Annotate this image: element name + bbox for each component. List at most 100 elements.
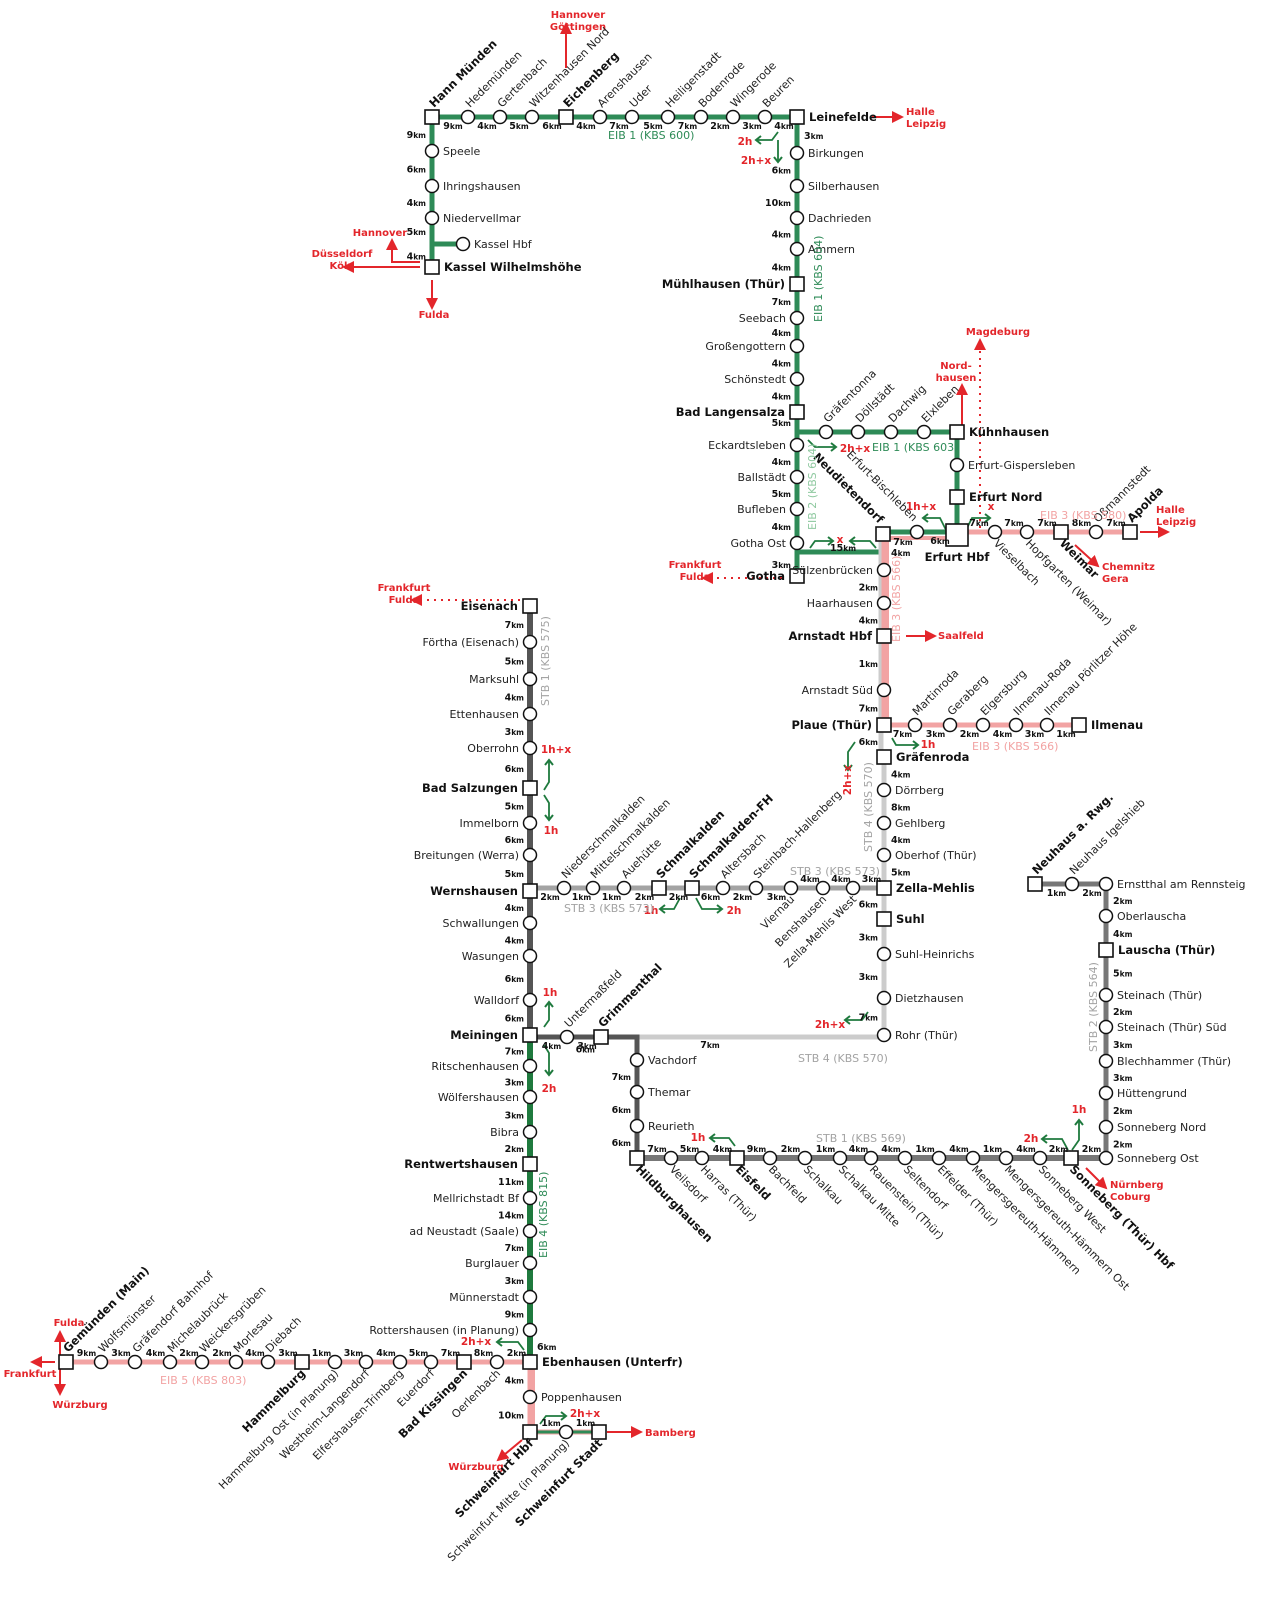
station[interactable] — [789, 404, 805, 420]
station[interactable] — [629, 1052, 645, 1068]
station[interactable] — [522, 883, 538, 899]
station[interactable] — [797, 1150, 813, 1166]
station[interactable] — [663, 1150, 679, 1166]
station[interactable] — [1098, 987, 1114, 1003]
station[interactable] — [783, 880, 799, 896]
station[interactable] — [975, 717, 991, 733]
station[interactable] — [522, 1289, 538, 1305]
station[interactable] — [455, 236, 471, 252]
station[interactable] — [585, 880, 601, 896]
station[interactable] — [592, 109, 608, 125]
station[interactable] — [522, 1255, 538, 1271]
station[interactable] — [876, 946, 892, 962]
station[interactable] — [522, 815, 538, 831]
station[interactable] — [58, 1354, 74, 1370]
station[interactable] — [522, 780, 538, 796]
station[interactable] — [522, 1058, 538, 1074]
station[interactable] — [522, 1156, 538, 1172]
station[interactable] — [194, 1354, 210, 1370]
station[interactable] — [1064, 876, 1080, 892]
station[interactable] — [897, 1150, 913, 1166]
station[interactable] — [1098, 908, 1114, 924]
station[interactable] — [965, 1150, 981, 1166]
station[interactable] — [629, 1084, 645, 1100]
station[interactable] — [815, 880, 831, 896]
station[interactable] — [593, 1029, 609, 1045]
station[interactable] — [424, 259, 440, 275]
station[interactable] — [1098, 1150, 1114, 1166]
station[interactable] — [424, 210, 440, 226]
station[interactable] — [789, 437, 805, 453]
station[interactable] — [876, 847, 892, 863]
station[interactable] — [789, 276, 805, 292]
station[interactable] — [460, 109, 476, 125]
station[interactable] — [715, 880, 731, 896]
station[interactable] — [949, 489, 965, 505]
station[interactable] — [762, 1150, 778, 1166]
station[interactable] — [522, 671, 538, 687]
station[interactable] — [522, 1027, 538, 1043]
station[interactable] — [789, 310, 805, 326]
station[interactable] — [832, 1150, 848, 1166]
station[interactable] — [875, 526, 891, 542]
station[interactable] — [651, 880, 667, 896]
station[interactable] — [522, 1124, 538, 1140]
station[interactable] — [522, 948, 538, 964]
station[interactable] — [907, 717, 923, 733]
station[interactable] — [522, 1354, 538, 1370]
station[interactable] — [660, 109, 676, 125]
station[interactable] — [876, 628, 892, 644]
station[interactable] — [729, 1150, 745, 1166]
station[interactable] — [1122, 524, 1138, 540]
station[interactable] — [789, 469, 805, 485]
station[interactable] — [522, 992, 538, 1008]
station[interactable] — [1098, 942, 1114, 958]
station[interactable] — [424, 143, 440, 159]
station[interactable] — [876, 990, 892, 1006]
station[interactable] — [1063, 1150, 1079, 1166]
station[interactable] — [524, 109, 540, 125]
station[interactable] — [558, 1424, 574, 1440]
station[interactable] — [789, 371, 805, 387]
station[interactable] — [1098, 1053, 1114, 1069]
station[interactable] — [522, 1424, 538, 1440]
station[interactable] — [522, 1322, 538, 1338]
station[interactable] — [931, 1150, 947, 1166]
station[interactable] — [522, 598, 538, 614]
station[interactable] — [876, 562, 892, 578]
station[interactable] — [1039, 717, 1055, 733]
station[interactable] — [1098, 1019, 1114, 1035]
station[interactable] — [522, 1190, 538, 1206]
station[interactable] — [1008, 717, 1024, 733]
station[interactable] — [789, 535, 805, 551]
station[interactable] — [559, 1029, 575, 1045]
station[interactable] — [909, 524, 925, 540]
station[interactable] — [876, 749, 892, 765]
station[interactable] — [1027, 876, 1043, 892]
station[interactable] — [624, 109, 640, 125]
station[interactable] — [629, 1118, 645, 1134]
station[interactable] — [1088, 524, 1104, 540]
station[interactable] — [522, 1223, 538, 1239]
station[interactable] — [845, 880, 861, 896]
station[interactable] — [945, 523, 969, 547]
station[interactable] — [522, 740, 538, 756]
station[interactable] — [228, 1354, 244, 1370]
station[interactable] — [850, 424, 866, 440]
station[interactable] — [876, 1027, 892, 1043]
station[interactable] — [629, 1150, 645, 1166]
station[interactable] — [162, 1354, 178, 1370]
station[interactable] — [789, 178, 805, 194]
station[interactable] — [757, 109, 773, 125]
station[interactable] — [748, 880, 764, 896]
station[interactable] — [522, 1389, 538, 1405]
station[interactable] — [694, 1150, 710, 1166]
station[interactable] — [789, 145, 805, 161]
station[interactable] — [876, 782, 892, 798]
station[interactable] — [1098, 876, 1114, 892]
station[interactable] — [789, 338, 805, 354]
station[interactable] — [492, 109, 508, 125]
station[interactable] — [522, 634, 538, 650]
station[interactable] — [522, 706, 538, 722]
station[interactable] — [916, 424, 932, 440]
